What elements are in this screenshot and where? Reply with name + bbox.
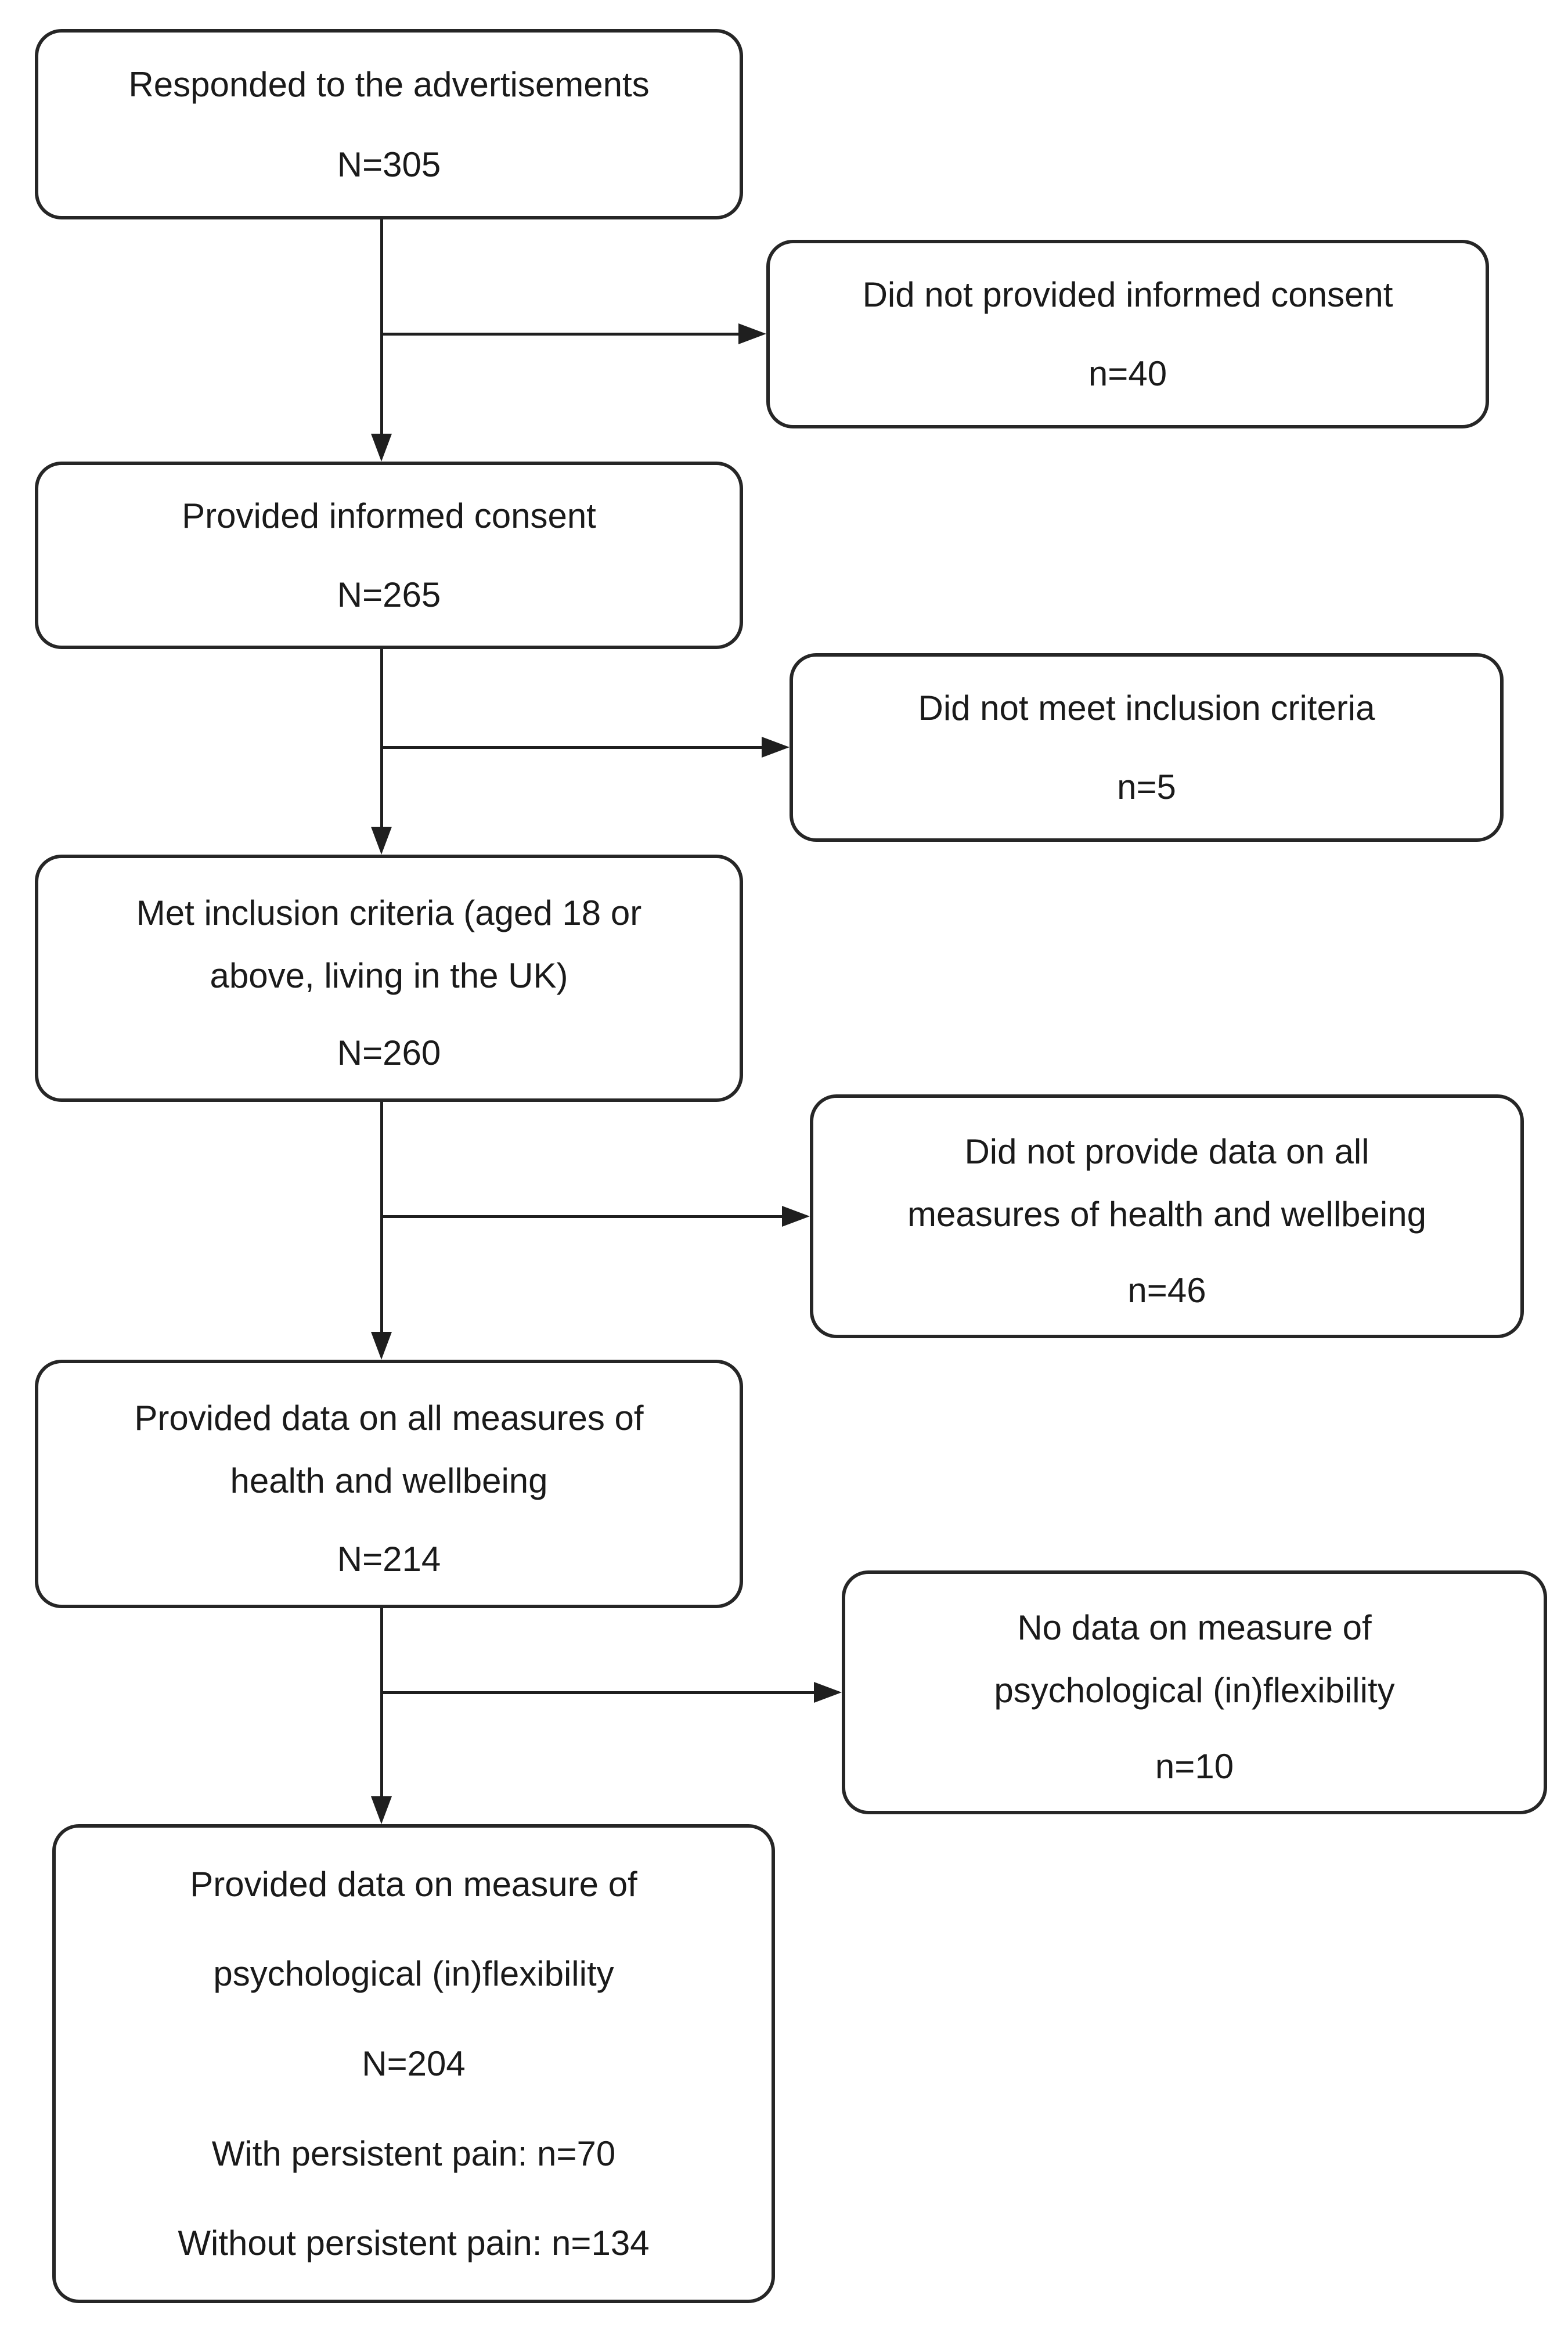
arrow-right-icon [814, 1682, 842, 1703]
box-title-line: No data on measure of [1017, 1608, 1372, 1648]
box-title: No data on measure of psychological (in)… [865, 1597, 1524, 1722]
box-count: n=40 [1088, 354, 1167, 394]
connector-branch-1 [381, 333, 738, 336]
box-title: Met inclusion criteria (aged 18 or above… [58, 882, 720, 1007]
box-title: Provided informed consent [182, 496, 596, 536]
box-title-line: psychological (in)flexibility [994, 1671, 1395, 1710]
arrow-right-icon [782, 1206, 810, 1227]
main-box-inclusion-criteria: Met inclusion criteria (aged 18 or above… [35, 855, 743, 1102]
box-count: n=5 [1117, 768, 1176, 807]
connector-branch-2 [381, 746, 762, 749]
exclusion-box-no-consent: Did not provided informed consent n=40 [766, 240, 1489, 428]
box-count: N=204 [362, 2044, 466, 2083]
main-box-consented: Provided informed consent N=265 [35, 462, 743, 649]
exclusion-box-no-flexibility-data: No data on measure of psychological (in)… [842, 1570, 1547, 1814]
exclusion-box-inclusion-criteria: Did not meet inclusion criteria n=5 [790, 653, 1504, 842]
arrow-right-icon [762, 737, 790, 758]
exclusion-box-missing-health-data: Did not provide data on all measures of … [810, 1094, 1524, 1338]
connector-down-4 [380, 1608, 383, 1796]
box-count: N=214 [337, 1539, 441, 1579]
main-box-responded: Responded to the advertisements N=305 [35, 29, 743, 219]
box-title-line: health and wellbeing [230, 1461, 548, 1501]
box-count: N=305 [337, 145, 441, 184]
box-title: Provided data on all measures of health … [58, 1387, 720, 1512]
box-title: Did not provided informed consent [862, 275, 1393, 314]
box-title-line: above, living in the UK) [210, 956, 568, 995]
box-subgroup-with-pain: With persistent pain: n=70 [211, 2134, 616, 2173]
box-count: n=10 [1155, 1746, 1234, 1786]
arrow-right-icon [738, 323, 766, 344]
box-title: Did not meet inclusion criteria [918, 688, 1375, 727]
box-title: Responded to the advertisements [128, 64, 650, 104]
arrow-down-icon [371, 434, 392, 462]
arrow-down-icon [371, 827, 392, 855]
box-count: n=46 [1127, 1270, 1206, 1310]
box-title-line: Provided data on all measures of [134, 1399, 644, 1438]
box-count: N=260 [337, 1033, 441, 1073]
box-title-line: Met inclusion criteria (aged 18 or [136, 893, 642, 932]
connector-branch-3 [381, 1215, 782, 1218]
connector-branch-4 [381, 1691, 814, 1694]
main-box-flexibility-data: Provided data on measure of psychologica… [52, 1824, 775, 2303]
box-count: N=265 [337, 575, 441, 614]
arrow-down-icon [371, 1796, 392, 1824]
main-box-health-data: Provided data on all measures of health … [35, 1360, 743, 1608]
box-title-line: Provided data on measure of [190, 1864, 637, 1904]
box-title-line: Did not provide data on all [964, 1132, 1369, 1172]
box-subgroup-without-pain: Without persistent pain: n=134 [178, 2224, 650, 2263]
connector-down-2 [380, 649, 383, 827]
box-title: Did not provide data on all measures of … [833, 1121, 1501, 1246]
box-title-line: measures of health and wellbeing [907, 1195, 1426, 1234]
connector-down-1 [380, 219, 383, 434]
box-title-line: psychological (in)flexibility [213, 1954, 614, 1994]
arrow-down-icon [371, 1332, 392, 1360]
